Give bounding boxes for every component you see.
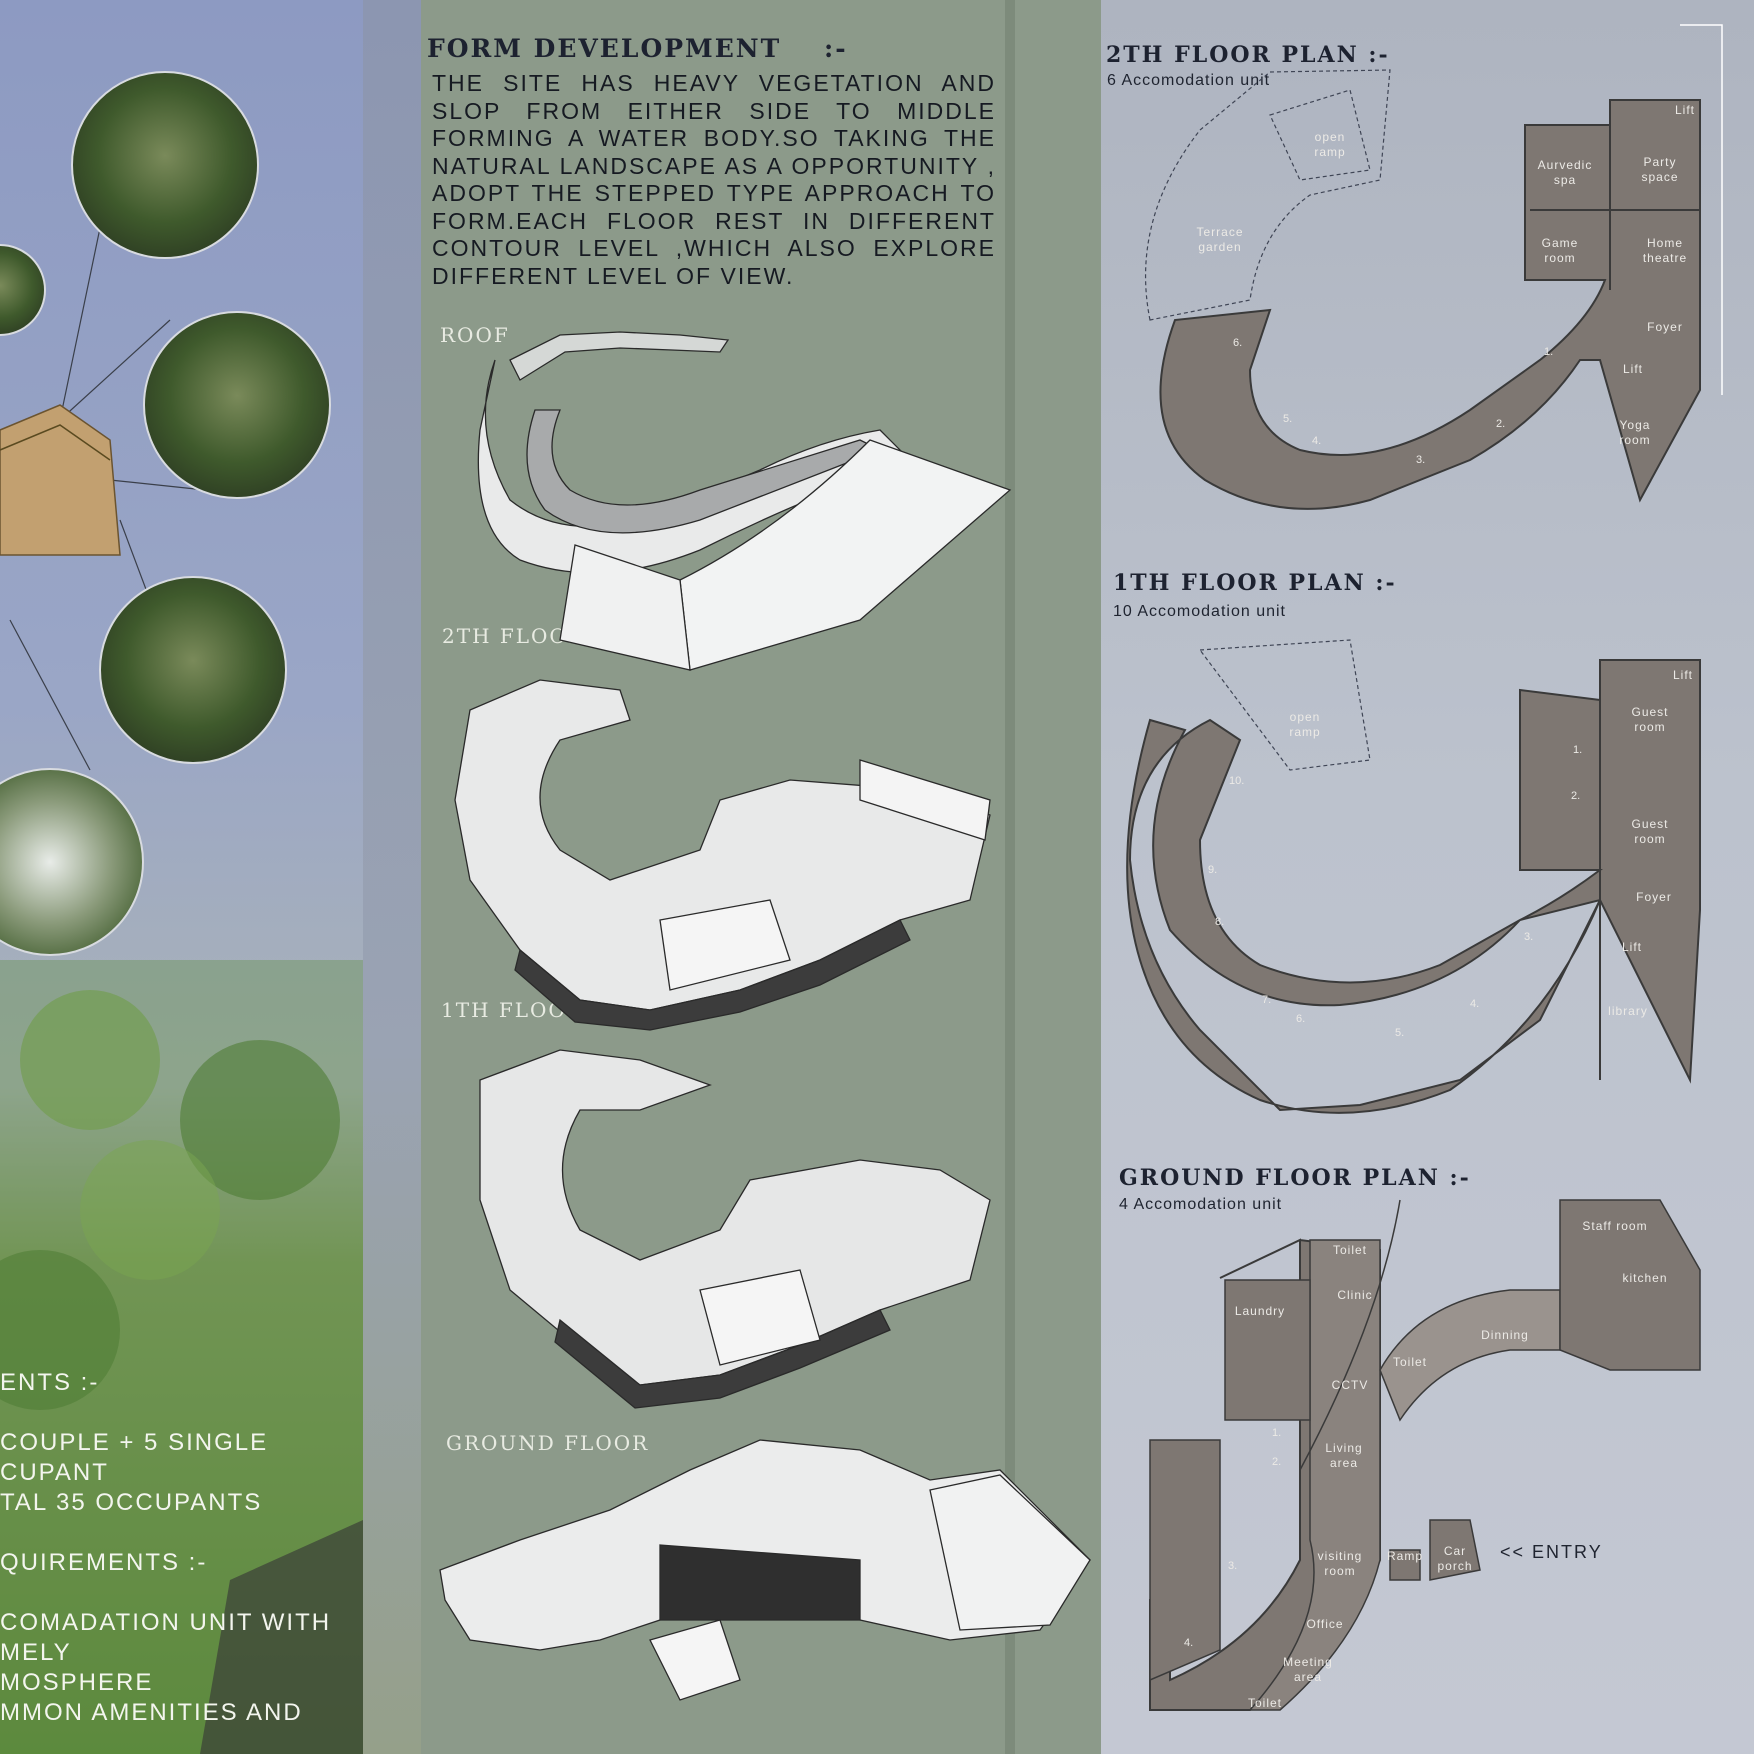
room-label: Lift bbox=[1621, 940, 1642, 954]
room-label: Guest room bbox=[1631, 817, 1669, 846]
unit-number: 1. bbox=[1272, 1427, 1282, 1439]
site-photo-collage bbox=[0, 71, 363, 1754]
1th-floor-model bbox=[479, 1049, 991, 1409]
site-photo-1 bbox=[71, 71, 259, 259]
unit-number: 3. bbox=[1416, 454, 1426, 466]
2th-floor-model bbox=[454, 679, 991, 1031]
ground-floor-model bbox=[439, 1439, 1091, 1701]
unit-number: 4. bbox=[1312, 435, 1322, 447]
site-photo-4 bbox=[99, 576, 287, 764]
room-label: Game room bbox=[1541, 236, 1579, 265]
requirement-line: MOSPHERE bbox=[0, 1669, 154, 1696]
room-label: Office bbox=[1306, 1617, 1344, 1631]
room-label: library bbox=[1608, 1004, 1648, 1018]
room-label: Aurvedic spa bbox=[1537, 158, 1593, 187]
room-label: Clinic bbox=[1337, 1288, 1373, 1302]
room-label: Ramp bbox=[1386, 1549, 1423, 1563]
unit-number: 5. bbox=[1395, 1027, 1405, 1039]
plan-title-1th: 1TH FLOOR PLAN :- bbox=[1113, 570, 1397, 596]
stage-label-roof: ROOF bbox=[440, 323, 510, 347]
room-label: Meeting area bbox=[1283, 1655, 1333, 1684]
plan-subtitle-2th: 6 Accomodation unit bbox=[1107, 72, 1271, 89]
room-label: Dinning bbox=[1481, 1328, 1529, 1342]
room-label: Lift bbox=[1674, 103, 1695, 117]
requirements-heading: ENTS :- bbox=[0, 1369, 100, 1396]
stage-label-ground-floor: GROUND FLOOR bbox=[446, 1431, 650, 1455]
unit-number: 3. bbox=[1228, 1560, 1238, 1572]
room-label: visiting room bbox=[1317, 1549, 1363, 1578]
room-label: Staff room bbox=[1582, 1219, 1648, 1233]
plan-subtitle-1th: 10 Accomodation unit bbox=[1113, 603, 1286, 620]
1th-floor-plan bbox=[1126, 639, 1701, 1114]
requirements-heading-2: QUIREMENTS :- bbox=[0, 1549, 208, 1576]
room-label: Lift bbox=[1622, 362, 1643, 376]
site-photo-3 bbox=[143, 311, 331, 499]
room-label: Home theatre bbox=[1642, 236, 1688, 265]
requirement-line: MELY bbox=[0, 1639, 72, 1666]
unit-number: 8. bbox=[1215, 916, 1225, 928]
plan-subtitle-ground: 4 Accomodation unit bbox=[1119, 1196, 1283, 1213]
divider-strip bbox=[363, 0, 421, 1754]
room-label: Lift bbox=[1672, 668, 1693, 682]
plan-title-2th: 2TH FLOOR PLAN :- bbox=[1106, 42, 1390, 68]
form-development-description: THE SITE HAS HEAVY VEGETATION AND SLOP F… bbox=[432, 70, 996, 289]
room-label: Guest room bbox=[1631, 705, 1669, 734]
unit-number: 7. bbox=[1262, 994, 1272, 1006]
unit-number: 5. bbox=[1283, 413, 1293, 425]
room-label: Toilet bbox=[1247, 1696, 1282, 1710]
room-label: Toilet bbox=[1332, 1243, 1367, 1257]
unit-number: 4. bbox=[1470, 998, 1480, 1010]
unit-number: 2. bbox=[1496, 418, 1506, 430]
unit-number: 1. bbox=[1573, 744, 1583, 756]
site-photo-5 bbox=[0, 768, 144, 956]
room-label: Living area bbox=[1325, 1441, 1363, 1470]
room-label: open ramp bbox=[1289, 710, 1321, 739]
plan-title-ground: GROUND FLOOR PLAN :- bbox=[1119, 1165, 1471, 1191]
requirement-line: MMON AMENITIES AND bbox=[0, 1699, 303, 1726]
panel-stripe bbox=[1005, 0, 1015, 1754]
requirement-line: CUPANT bbox=[0, 1459, 109, 1486]
unit-number: 2. bbox=[1571, 790, 1581, 802]
room-label: Car porch bbox=[1437, 1544, 1473, 1573]
stage-label-2th-floor: 2TH FLOOR bbox=[442, 624, 585, 648]
unit-number: 3. bbox=[1524, 931, 1534, 943]
room-label: Foyer bbox=[1636, 890, 1672, 904]
room-label: Yoga room bbox=[1619, 418, 1651, 447]
room-label: Foyer bbox=[1647, 320, 1683, 334]
room-label: kitchen bbox=[1622, 1271, 1668, 1285]
unit-number: 9. bbox=[1208, 864, 1218, 876]
left-panel: ENTS :- COUPLE + 5 SINGLE CUPANT TAL 35 … bbox=[0, 0, 363, 1754]
unit-number: 2. bbox=[1272, 1456, 1282, 1468]
unit-number: 6. bbox=[1233, 337, 1243, 349]
frame-lines bbox=[1680, 24, 1723, 395]
room-label: Laundry bbox=[1234, 1304, 1286, 1318]
unit-number: 6. bbox=[1296, 1013, 1306, 1025]
room-label: CCTV bbox=[1331, 1378, 1369, 1392]
room-label: Toilet bbox=[1392, 1355, 1427, 1369]
room-label: Terrace garden bbox=[1196, 225, 1244, 254]
roof-model bbox=[477, 331, 1012, 671]
2th-floor-plan bbox=[1145, 69, 1701, 510]
room-label: Party space bbox=[1641, 155, 1679, 184]
form-development-title: FORM DEVELOPMENT :- bbox=[427, 34, 848, 63]
unit-number: 1. bbox=[1544, 346, 1554, 358]
ground-floor-plan bbox=[1149, 1199, 1701, 1711]
site-photo-2 bbox=[0, 244, 46, 336]
unit-number: 10. bbox=[1229, 775, 1245, 787]
entry-label: << ENTRY bbox=[1500, 1542, 1603, 1562]
requirement-line: TAL 35 OCCUPANTS bbox=[0, 1489, 263, 1516]
unit-number: 4. bbox=[1184, 1637, 1194, 1649]
site-section-sketch bbox=[0, 404, 121, 556]
requirement-line: COUPLE + 5 SINGLE bbox=[0, 1429, 269, 1456]
room-label: open ramp bbox=[1314, 130, 1346, 159]
requirement-line: COMADATION UNIT WITH bbox=[0, 1609, 332, 1636]
